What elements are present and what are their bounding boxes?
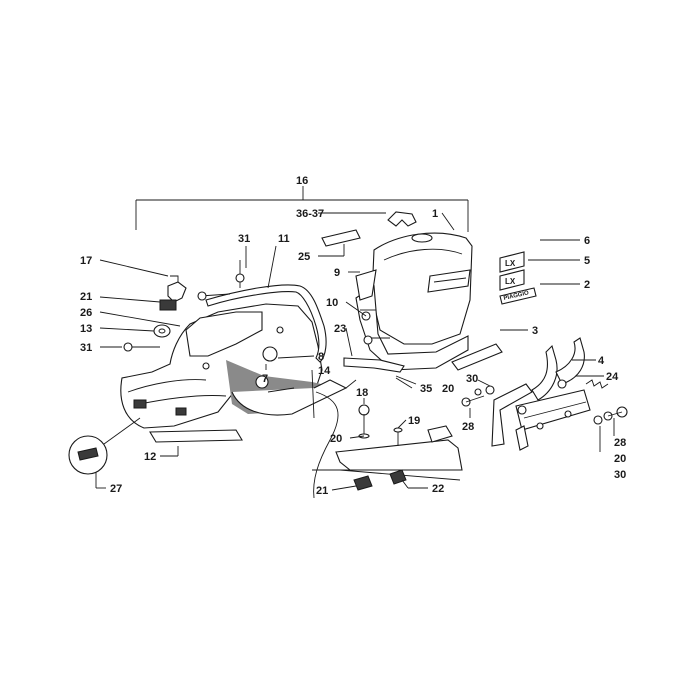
badge-text-5: LX (505, 277, 516, 286)
clip-part-17 (167, 275, 187, 303)
screw-parts-28 (461, 395, 628, 418)
callout-14: 14 (318, 365, 331, 377)
callout-11: 11 (278, 233, 290, 245)
cable-line (313, 391, 339, 499)
bracket-part-21 (159, 299, 177, 311)
callout-20-upper: 20 (442, 383, 454, 395)
callout-35: 35 (420, 383, 432, 395)
leg-shield-part (120, 303, 348, 429)
screw-part-31-upper (197, 260, 245, 301)
clip-parts-21-22 (353, 469, 407, 491)
badge-parts-6-5: LX LX (499, 251, 525, 291)
grommet-parts-7-8-14 (255, 346, 295, 393)
inner-panel-part-9 (355, 269, 377, 301)
callout-12: 12 (144, 451, 156, 463)
callout-21-upper: 21 (80, 291, 92, 303)
callout-9: 9 (334, 267, 340, 279)
badge-text-6: LX (505, 259, 516, 268)
grommet-part-13 (153, 324, 171, 338)
callout-20-lower: 20 (330, 433, 342, 445)
callout-6: 6 (584, 235, 590, 247)
callout-31-upper: 31 (238, 233, 250, 245)
callout-2: 2 (584, 279, 590, 291)
callout-24: 24 (606, 371, 619, 383)
callout-28-left: 28 (462, 421, 474, 433)
callout-17: 17 (80, 255, 92, 267)
screws-part-10 (360, 309, 390, 345)
hook-part-23 (343, 357, 405, 373)
callout-31-lower: 31 (80, 342, 92, 354)
piaggio-badge-text: PIAGGIO (503, 290, 530, 302)
callout-36-37: 36-37 (296, 208, 324, 220)
callout-4: 4 (598, 355, 605, 367)
group-bracket-16 (135, 186, 469, 232)
badge-part-2: PIAGGIO (499, 287, 537, 305)
callout-8: 8 (318, 351, 324, 363)
callout-22: 22 (432, 483, 444, 495)
callout-5: 5 (584, 255, 590, 267)
handle-part-25 (321, 229, 361, 247)
callout-3: 3 (532, 325, 538, 337)
spacer-part-35 (395, 375, 417, 385)
callout-26: 26 (80, 307, 92, 319)
lid-part-36-37 (387, 211, 417, 227)
screw-part-19 (393, 427, 403, 446)
callout-labels: 16 36-37 1 31 11 17 6 25 9 5 2 21 26 10 … (80, 175, 626, 497)
detail-part-27 (68, 417, 141, 489)
callout-1: 1 (432, 208, 438, 220)
callout-27: 27 (110, 483, 122, 495)
leader-lines (99, 212, 615, 491)
callout-21-lower: 21 (316, 485, 328, 497)
screw-part-31-lower (123, 342, 160, 352)
callout-25: 25 (298, 251, 310, 263)
glove-box-part (355, 232, 473, 371)
callout-16: 16 (296, 175, 308, 187)
bolt-part-18 (358, 404, 370, 439)
callout-10: 10 (326, 297, 338, 309)
callout-30-right: 30 (614, 469, 626, 481)
plate-part-3 (451, 343, 503, 371)
callout-19: 19 (408, 415, 420, 427)
spring-part-24 (585, 379, 609, 389)
rubber-strip-part (205, 284, 327, 363)
callout-23: 23 (334, 323, 346, 335)
floor-panel-part (149, 379, 357, 443)
callout-30-upper: 30 (466, 373, 478, 385)
callout-7: 7 (262, 373, 268, 385)
callout-18: 18 (356, 387, 368, 399)
carrier-bracket-part-4 (491, 337, 591, 451)
callout-20-right: 20 (614, 453, 626, 465)
callout-13: 13 (80, 323, 92, 335)
callout-28-right: 28 (614, 437, 626, 449)
